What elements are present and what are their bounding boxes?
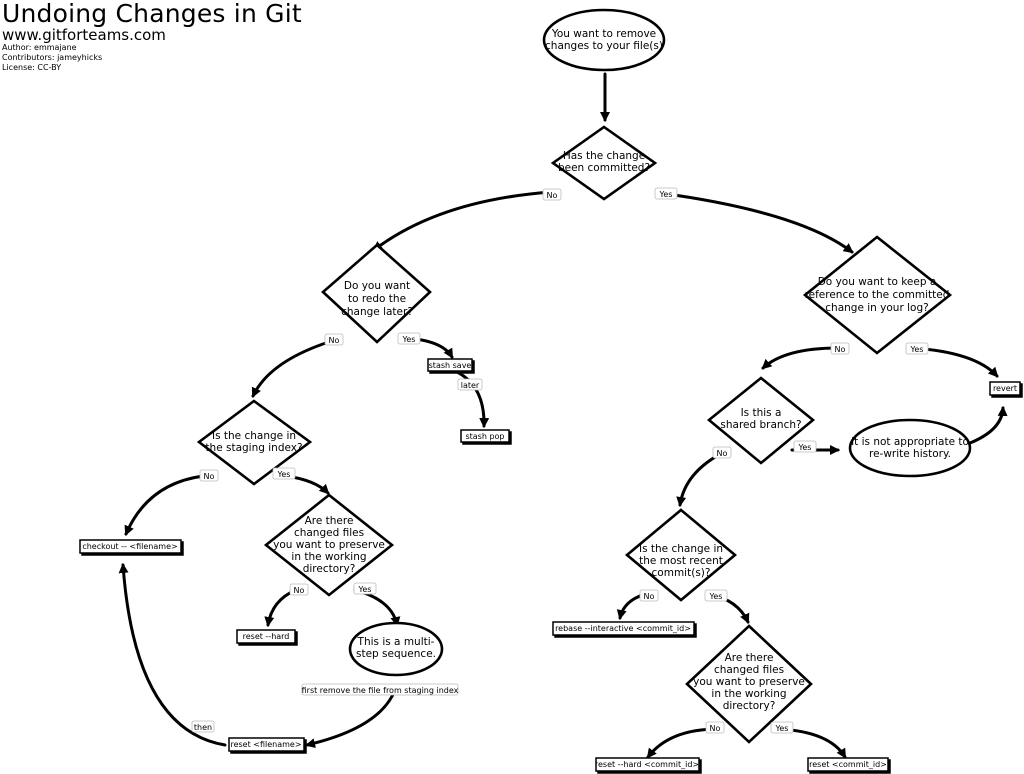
label-staging-yes: Yes bbox=[277, 470, 291, 479]
label-keep-yes: Yes bbox=[910, 345, 924, 354]
arrow-redo-no bbox=[251, 338, 337, 398]
node-most-recent bbox=[624, 508, 738, 602]
tag-bg-keep-no bbox=[830, 342, 850, 355]
arrow-committed-no bbox=[372, 190, 554, 252]
box-stash-pop bbox=[460, 429, 510, 443]
tag-bg-preserve-left-no bbox=[289, 583, 309, 596]
node-not-appropriate bbox=[848, 418, 972, 478]
site-url: www.gitforteams.com bbox=[2, 26, 166, 44]
node-shared-branch bbox=[706, 376, 816, 465]
text-rebase: rebase --interactive <commit_id> bbox=[555, 624, 691, 633]
text-multi-step: This is a multi-step sequence. bbox=[356, 636, 436, 660]
text-reset-commit: reset <commit_id> bbox=[809, 760, 887, 769]
text-stash-pop: stash pop bbox=[465, 432, 504, 441]
tag-bg-committed-no bbox=[542, 188, 562, 201]
tag-bg-preserve-left-yes bbox=[353, 582, 377, 595]
text-stash-save: stash save bbox=[429, 361, 472, 370]
box-reset-hard bbox=[236, 629, 296, 644]
text-reset-filename: reset <filename> bbox=[230, 740, 301, 749]
arrow-keep-no bbox=[761, 346, 840, 370]
text-reset-hard: reset --hard bbox=[243, 632, 290, 641]
node-start bbox=[542, 8, 666, 72]
arrow-preserve-left-yes bbox=[353, 588, 401, 627]
tag-bg-then bbox=[191, 720, 215, 733]
node-keep-reference bbox=[802, 235, 953, 355]
page-title: Undoing Changes in Git bbox=[2, 0, 302, 28]
arrow-staging-no bbox=[124, 474, 206, 536]
title-block: Undoing Changes in Git www.gitforteams.c… bbox=[2, 0, 302, 73]
box-rebase bbox=[552, 621, 695, 636]
label-committed-no: No bbox=[547, 191, 558, 200]
label-then: then bbox=[194, 723, 212, 732]
arrow-stash-later bbox=[453, 369, 490, 428]
tag-bg-staging-no bbox=[199, 469, 219, 482]
label-stash-later: later bbox=[461, 381, 480, 390]
label-first-remove: first remove the file from staging index bbox=[302, 686, 459, 695]
tag-bg-shared-no bbox=[712, 446, 732, 459]
contributors-line: Contributors: jameyhicks bbox=[2, 53, 103, 62]
node-multi-step bbox=[348, 621, 444, 677]
tag-bg-recent-no bbox=[639, 589, 659, 602]
arrow-multistep-to-reset bbox=[305, 688, 397, 749]
node-staging-index bbox=[196, 399, 313, 486]
tag-bg-preserve-right-no bbox=[705, 721, 725, 734]
box-reset-commit bbox=[807, 757, 889, 772]
tag-bg-preserve-right-yes bbox=[770, 721, 794, 734]
tag-bg-committed-yes bbox=[654, 187, 678, 200]
label-preserve-left-no: No bbox=[294, 586, 305, 595]
label-preserve-left-yes: Yes bbox=[358, 585, 372, 594]
label-redo-yes: Yes bbox=[402, 335, 416, 344]
text-reset-hard-commit: reset --hard <commit_id> bbox=[595, 760, 699, 769]
tag-bg-staging-yes bbox=[272, 467, 296, 480]
text-revert: revert bbox=[993, 384, 1017, 393]
label-committed-yes: Yes bbox=[659, 190, 673, 199]
tag-bg-first-remove bbox=[301, 683, 459, 696]
label-recent-no: No bbox=[644, 592, 655, 601]
arrow-shared-no bbox=[676, 450, 726, 507]
arrow-then-to-checkout bbox=[118, 563, 227, 747]
text-checkout: checkout -- <filename> bbox=[82, 542, 177, 551]
label-shared-yes: Yes bbox=[798, 443, 812, 452]
node-committed bbox=[550, 125, 658, 201]
tag-bg-redo-no bbox=[324, 333, 344, 346]
label-redo-no: No bbox=[329, 336, 340, 345]
node-preserve-right bbox=[685, 624, 813, 744]
label-staging-no: No bbox=[204, 472, 215, 481]
label-preserve-right-yes: Yes bbox=[775, 724, 789, 733]
label-keep-no: No bbox=[835, 345, 846, 354]
license-line: License: CC-BY bbox=[2, 63, 62, 72]
box-stash-save bbox=[427, 358, 473, 372]
arrow-notappropriate-to-revert bbox=[968, 406, 1008, 445]
box-revert bbox=[989, 381, 1021, 396]
arrow-committed-yes bbox=[658, 191, 854, 254]
tag-bg-shared-yes bbox=[793, 440, 817, 453]
tag-bg-keep-yes bbox=[905, 342, 929, 355]
tag-bg-recent-yes bbox=[704, 589, 728, 602]
node-preserve-left bbox=[263, 493, 395, 597]
author-line: Author: emmajane bbox=[2, 43, 77, 52]
label-recent-yes: Yes bbox=[709, 592, 723, 601]
node-redo-later bbox=[321, 243, 432, 344]
label-shared-no: No bbox=[717, 449, 728, 458]
box-reset-hard-commit bbox=[595, 757, 700, 772]
label-preserve-right-no: No bbox=[710, 724, 721, 733]
box-reset-filename bbox=[228, 737, 305, 752]
box-checkout bbox=[79, 539, 182, 554]
tag-bg-later bbox=[457, 378, 483, 391]
tag-bg-redo-yes bbox=[397, 332, 421, 345]
